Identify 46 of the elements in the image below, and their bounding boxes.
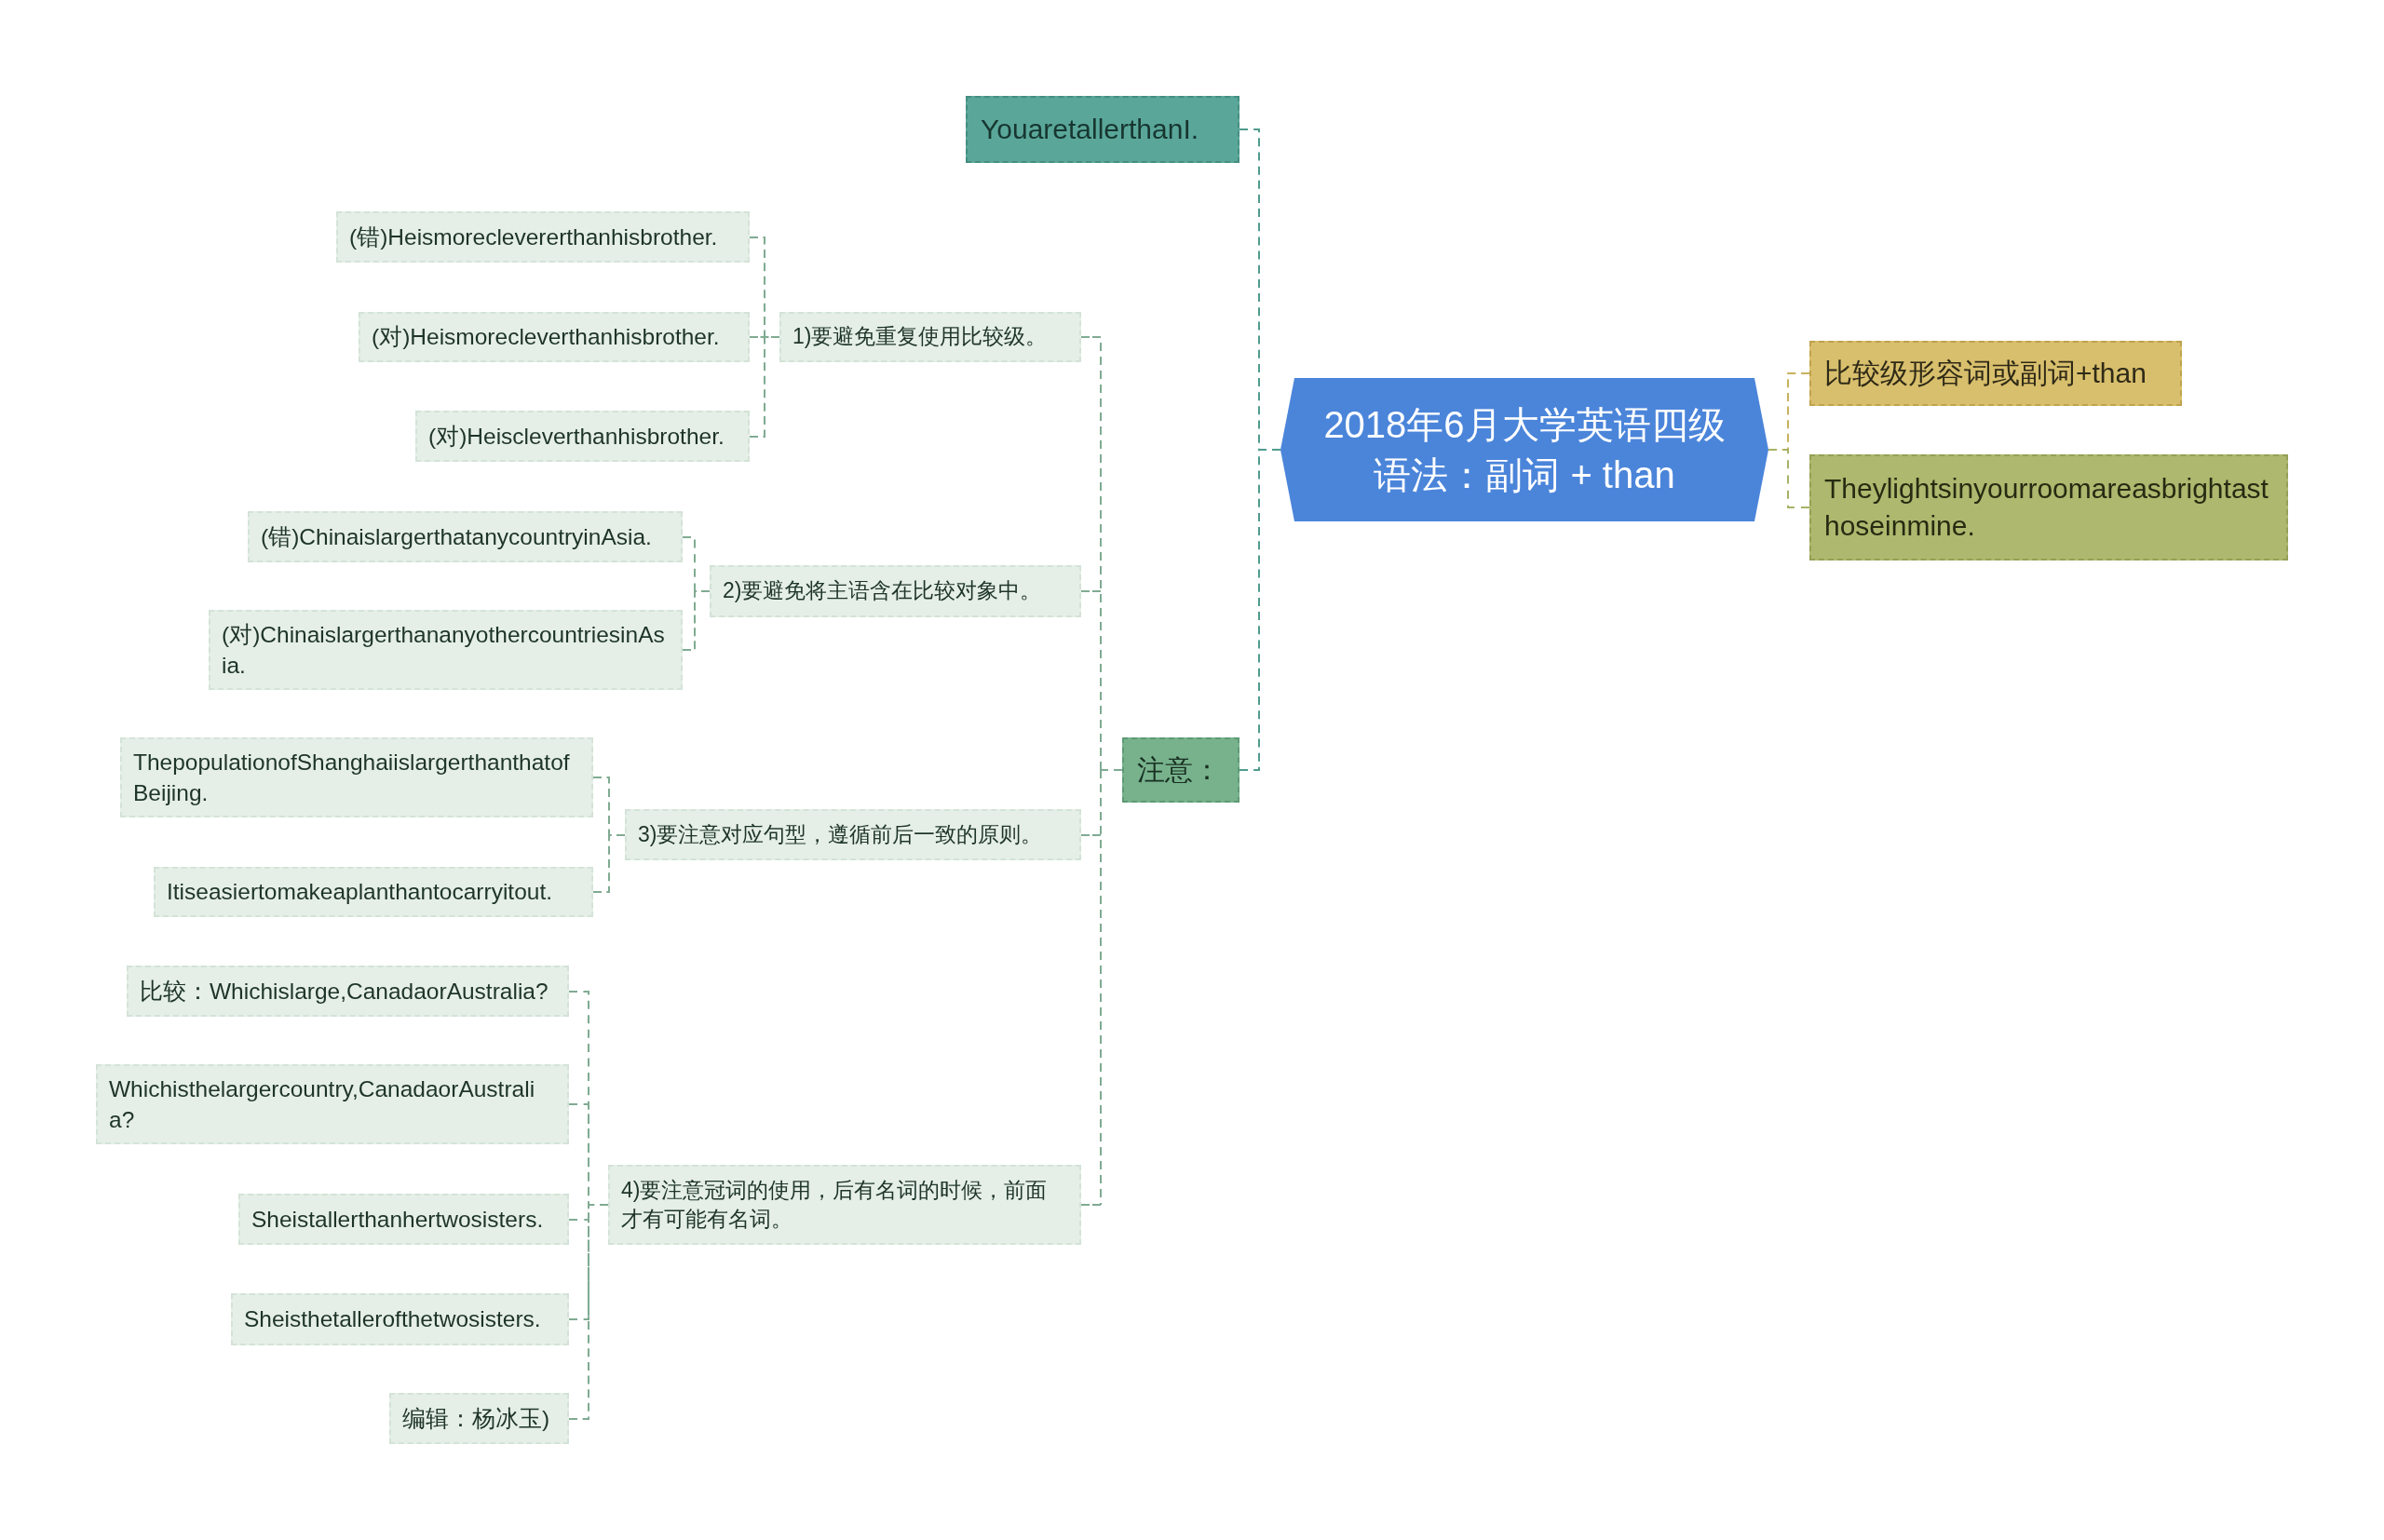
example-box <box>389 1393 569 1444</box>
connector-line <box>568 1204 609 1420</box>
example-text: (对)Heismorecleverthanhisbrother. <box>372 323 721 352</box>
connector-line <box>682 590 711 651</box>
example-box <box>238 1194 569 1245</box>
connector-line <box>1080 1204 1102 1206</box>
example-text: Itiseasiertomakeaplanthantocarryitout. <box>167 878 553 907</box>
example-text: 编辑：杨冰玉) <box>402 1404 551 1433</box>
example-box <box>248 511 683 562</box>
rule-text: 2)要避免将主语含在比较对象中。 <box>723 577 1043 605</box>
connector-line <box>592 834 626 893</box>
example-box <box>154 867 593 917</box>
connector-line <box>1768 449 1810 508</box>
branch-text: 注意： <box>1137 752 1222 787</box>
branch-text: YouaretallerthanI. <box>981 112 1200 146</box>
example-text: 比较：Whichislarge,CanadaorAustralia? <box>140 977 549 1006</box>
rule-text: 3)要注意对应句型，遵循前后一致的原则。 <box>638 820 1044 848</box>
branch-text: Theylightsinyourroomareasbrightasthoseinmine. <box>1824 471 2269 543</box>
example-box <box>359 312 750 362</box>
example-box <box>120 737 593 817</box>
example-text: (对)Heiscleverthanhisbrother. <box>428 422 725 451</box>
branch-box <box>1809 341 2182 406</box>
branch-box <box>1122 737 1239 803</box>
example-text: Sheistallerthanhertwosisters. <box>251 1205 545 1234</box>
connector-line <box>1080 590 1102 592</box>
example-text: (对)ChinaislargerthananyothercountriesinAsia. <box>222 620 666 680</box>
branch-box <box>1809 454 2288 561</box>
example-box <box>336 211 750 263</box>
rule-text: 4)要注意冠词的使用，后有名词的时候，前面才有可能有名词。 <box>621 1176 1049 1233</box>
branch-box <box>966 96 1239 163</box>
example-text: (错)ChinaislargerthatanycountryinAsia. <box>261 522 653 551</box>
example-box <box>96 1064 569 1144</box>
example-box <box>415 411 750 462</box>
example-box <box>127 966 569 1017</box>
connector-line <box>1080 834 1102 836</box>
example-text: Sheisthetallerofthetwosisters. <box>244 1305 542 1334</box>
connector-line <box>1080 336 1102 338</box>
topic-title: 2018年6月大学英语四级语法：副词 + than <box>1322 403 1727 497</box>
rule-text: 1)要避免重复使用比较级。 <box>792 323 1049 351</box>
example-text: ThepopulationofShanghaiislargerthanthatofBeijing. <box>133 748 571 807</box>
example-box <box>209 610 683 690</box>
example-text: Whichisthelargercountry,CanadaorAustralia? <box>109 1074 536 1134</box>
example-box <box>231 1293 569 1345</box>
example-text: (错)Heismoreclevererthanhisbrother. <box>349 223 719 251</box>
branch-text: 比较级形容词或副词+than <box>1824 356 2147 390</box>
connector-line <box>749 336 780 438</box>
